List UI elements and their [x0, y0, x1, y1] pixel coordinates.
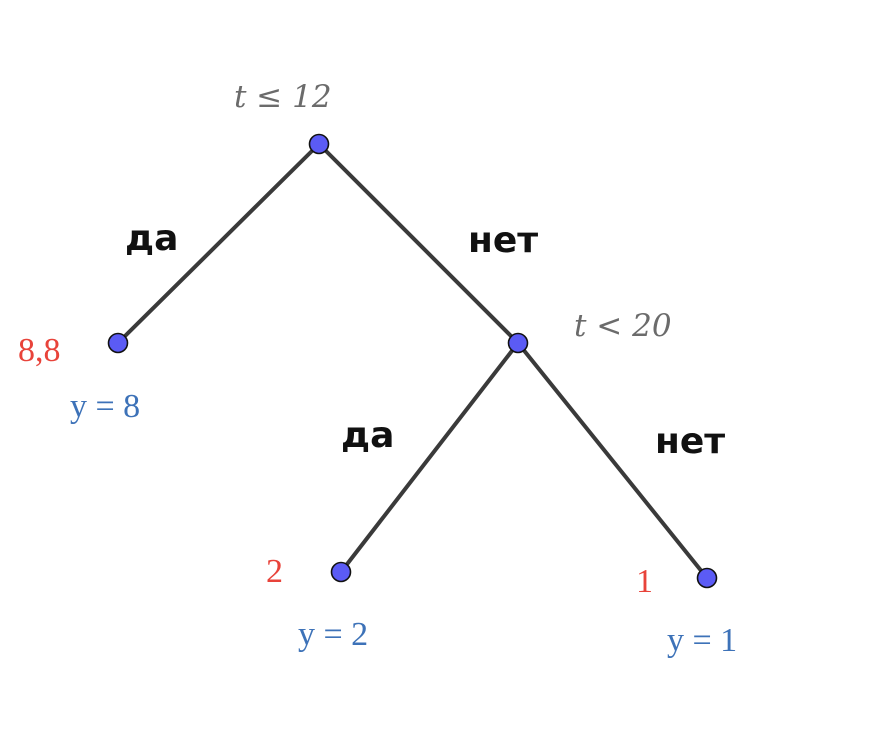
- leaf-left-prediction: y = 8: [70, 388, 140, 425]
- branch-label-root-no: нет: [468, 220, 538, 261]
- branch-label-split-yes: да: [341, 415, 394, 456]
- leaf-right-value: 1: [636, 563, 653, 600]
- branch-label-split-no: нет: [655, 421, 725, 462]
- edge-split-to-leaf-right: [516, 341, 709, 580]
- leaf-mid-value: 2: [266, 553, 283, 590]
- edge-root-to-leaf-left: [116, 142, 321, 345]
- leaf-left-value: 8,8: [18, 332, 61, 369]
- leaf-right-prediction: y = 1: [667, 622, 737, 659]
- node-root: [308, 133, 330, 155]
- edge-root-to-split: [317, 142, 520, 345]
- node-leaf-mid: [330, 561, 352, 583]
- branch-label-root-yes: да: [125, 218, 178, 259]
- node-split: [507, 332, 529, 354]
- node-leaf-left: [107, 332, 129, 354]
- split-condition: t < 20: [574, 308, 672, 344]
- leaf-mid-prediction: y = 2: [298, 616, 368, 653]
- edge-split-to-leaf-mid: [339, 341, 520, 574]
- root-condition: t ≤ 12: [234, 79, 332, 115]
- node-leaf-right: [696, 567, 718, 589]
